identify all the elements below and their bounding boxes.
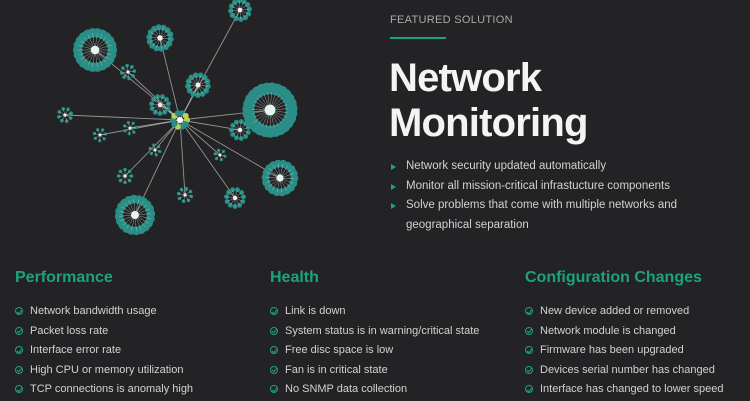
check-circle-icon (525, 307, 533, 315)
title-line-2: Monitoring (389, 101, 588, 145)
feature-bullet: Network security updated automatically (390, 157, 735, 177)
feature-bullets: Network security updated automatically M… (390, 157, 735, 235)
check-circle-icon (15, 346, 23, 354)
graph-edge (159, 37, 181, 121)
column-configuration-changes: Configuration Changes New device added o… (525, 268, 750, 400)
check-circle-icon (15, 326, 23, 335)
triangle-right-icon (391, 203, 396, 209)
graph-node-cluster (149, 94, 172, 116)
graph-edge (124, 119, 181, 177)
graph-node-cluster (116, 167, 134, 185)
column-heading-health: Health (270, 269, 319, 286)
check-circle-icon (270, 346, 278, 354)
list-item: Interface has changed to lower speed (525, 380, 750, 400)
list-item: Firmware has been upgraded (525, 341, 750, 361)
graph-node-cluster (213, 148, 227, 162)
graph-node-cluster (57, 107, 73, 123)
graph-node-cluster (92, 128, 108, 143)
check-circle-icon (525, 346, 533, 354)
graph-node-cluster (228, 0, 252, 22)
list-item: Network module is changed (525, 322, 750, 342)
accent-divider (390, 37, 446, 39)
column-heading-configuration: Configuration Changes (525, 269, 702, 286)
triangle-right-icon (391, 164, 396, 170)
feature-bullet: Monitor all mission-critical infrastuctu… (390, 177, 735, 197)
graph-node-cluster (229, 119, 251, 142)
list-item: No SNMP data collection (270, 380, 520, 400)
list-item: Fan is in critical state (270, 361, 520, 381)
list-item: TCP connections is anomaly high (15, 380, 265, 400)
list-item: Interface error rate (15, 341, 265, 361)
featured-eyebrow: FEATURED SOLUTION (390, 14, 513, 26)
triangle-right-icon (391, 183, 396, 190)
graph-hub-node (170, 110, 190, 130)
check-circle-icon (270, 307, 278, 315)
monitoring-categories: Performance Network bandwidth usage Pack… (15, 268, 750, 401)
graph-node-cluster (185, 72, 211, 98)
list-item: New device added or removed (525, 302, 750, 322)
graph-edge (127, 71, 181, 121)
check-circle-icon (525, 365, 533, 374)
list-item: Network bandwidth usage (15, 302, 265, 322)
graph-node-cluster (72, 28, 118, 72)
list-item: Free disc space is low (270, 341, 520, 361)
graph-node-cluster (123, 120, 138, 136)
check-circle-icon (270, 385, 278, 393)
graph-edge (179, 9, 241, 121)
list-item: Link is down (270, 302, 520, 322)
graph-node-cluster (224, 187, 247, 210)
graph-node-cluster (119, 63, 137, 81)
graph-node-cluster (146, 24, 174, 52)
graph-edge (179, 119, 281, 179)
check-circle-icon (15, 385, 23, 393)
feature-bullet: Solve problems that come with multiple n… (390, 196, 735, 235)
check-circle-icon (15, 365, 23, 374)
check-circle-icon (270, 365, 278, 374)
graph-node-cluster (176, 186, 194, 204)
check-circle-icon (15, 307, 23, 315)
check-circle-icon (525, 385, 533, 393)
column-heading-performance: Performance (15, 269, 113, 286)
list-item: High CPU or memory utilization (15, 361, 265, 381)
graph-node-cluster (114, 194, 156, 236)
graph-edge (64, 114, 181, 121)
health-list: Link is down System status is in warning… (270, 302, 520, 400)
title-line-1: Network (389, 56, 542, 100)
network-graph-svg (57, 0, 299, 236)
check-circle-icon (525, 326, 533, 335)
check-circle-icon (270, 326, 278, 335)
graph-node-cluster (261, 159, 299, 197)
configuration-list: New device added or removed Network modu… (525, 302, 750, 400)
list-item: System status is in warning/critical sta… (270, 322, 520, 342)
performance-list: Network bandwidth usage Packet loss rate… (15, 302, 265, 400)
column-performance: Performance Network bandwidth usage Pack… (15, 268, 265, 400)
graph-node-cluster (242, 82, 298, 138)
list-item: Packet loss rate (15, 322, 265, 342)
page-title: Network Monitoring (389, 56, 588, 146)
graph-edge (179, 119, 186, 196)
column-health: Health Link is down System status is in … (270, 268, 520, 400)
graph-edge (179, 119, 236, 199)
list-item: Devices serial number has changed (525, 361, 750, 381)
graph-node-cluster (148, 143, 162, 157)
graph-edge (179, 109, 271, 121)
network-graph-illustration (30, 0, 330, 250)
